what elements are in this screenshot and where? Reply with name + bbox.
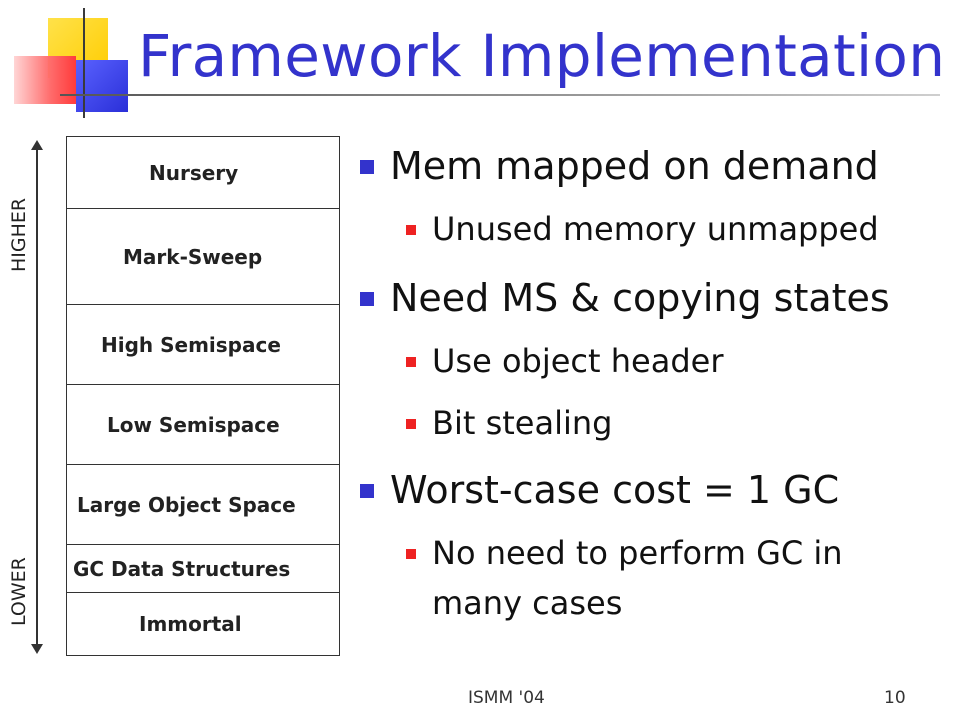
bullet-square-icon (406, 225, 416, 235)
region-label: Immortal (139, 612, 242, 636)
bullet-text: Unused memory unmapped (432, 210, 879, 248)
address-arrow-shaft (36, 146, 38, 646)
bullet-square-icon (360, 484, 374, 498)
arrow-down-icon (31, 644, 43, 654)
bullet-square-icon (406, 549, 416, 559)
bullet-text: Bit stealing (432, 404, 613, 442)
region-label: Large Object Space (77, 492, 296, 517)
region-gc-data-structures: GC Data Structures (67, 545, 339, 593)
bullet-text: No need to perform GC in (432, 534, 843, 572)
bullet-item: Mem mapped on demand (360, 144, 879, 188)
footer-conference: ISMM '04 (468, 688, 545, 708)
bullet-square-icon (406, 419, 416, 429)
region-label: GC Data Structures (73, 556, 291, 581)
region-immortal: Immortal (67, 593, 339, 655)
bullet-square-icon (406, 357, 416, 367)
sub-bullet-continuation: many cases (432, 584, 622, 622)
sub-bullet-item: Use object header (406, 342, 724, 380)
bullet-text: Use object header (432, 342, 724, 380)
bullet-item: Worst-case cost = 1 GC (360, 468, 840, 512)
bullet-square-icon (360, 160, 374, 174)
higher-label: HIGHER (8, 197, 30, 272)
bullet-text: Need MS & copying states (390, 276, 890, 320)
bullet-item: Need MS & copying states (360, 276, 890, 320)
region-large-object-space: Large Object Space (67, 465, 339, 545)
arrow-up-icon (31, 140, 43, 150)
region-high-semispace: High Semispace (67, 305, 339, 385)
bullet-text: Mem mapped on demand (390, 144, 879, 188)
footer-page-number: 10 (884, 688, 906, 708)
region-mark-sweep: Mark-Sweep (67, 209, 339, 305)
sub-bullet-item: Unused memory unmapped (406, 210, 879, 248)
bullet-text: Worst-case cost = 1 GC (390, 468, 840, 512)
logo-vertical-rule (83, 8, 85, 118)
lower-label: LOWER (8, 557, 30, 626)
bullet-square-icon (360, 292, 374, 306)
region-label: High Semispace (101, 332, 281, 357)
region-label: Nursery (149, 160, 239, 185)
title-underline-rule (60, 94, 940, 96)
slide-title: Framework Implementation (138, 22, 946, 90)
memory-map-stack: Nursery Mark-Sweep High Semispace Low Se… (66, 136, 340, 656)
region-label: Mark-Sweep (123, 244, 263, 269)
region-low-semispace: Low Semispace (67, 385, 339, 465)
sub-bullet-item: No need to perform GC in (406, 534, 843, 572)
region-nursery: Nursery (67, 137, 339, 209)
bullet-text: many cases (432, 584, 623, 622)
logo-red-block (14, 56, 76, 104)
region-label: Low Semispace (107, 412, 280, 437)
sub-bullet-item: Bit stealing (406, 404, 613, 442)
